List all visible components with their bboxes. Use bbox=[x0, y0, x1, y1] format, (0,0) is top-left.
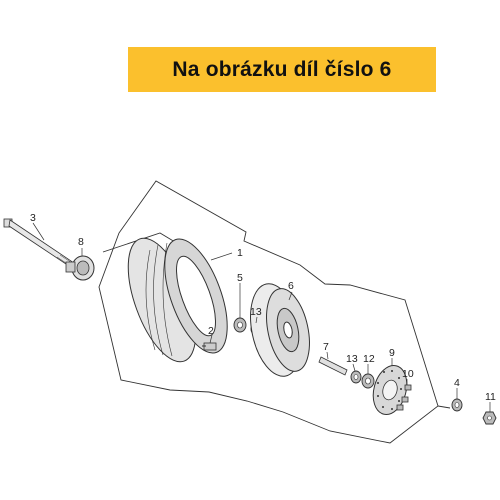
callout-6: 6 bbox=[288, 280, 294, 292]
callout-7: 7 bbox=[323, 341, 329, 353]
callout-12: 12 bbox=[363, 353, 375, 365]
brake-disc bbox=[372, 364, 408, 416]
disc-bolts bbox=[396, 384, 412, 411]
spacer-tube bbox=[318, 356, 348, 376]
callout-8: 8 bbox=[78, 236, 84, 248]
nut-11 bbox=[482, 411, 497, 425]
axle-shaft bbox=[3, 218, 75, 269]
callout-5: 5 bbox=[237, 272, 243, 284]
bearing-12 bbox=[361, 373, 375, 389]
callout-2: 2 bbox=[208, 325, 214, 337]
axle-nut bbox=[451, 398, 463, 412]
callout-9: 9 bbox=[389, 347, 395, 359]
assembly-outline bbox=[98, 180, 451, 444]
callout-10: 10 bbox=[402, 368, 414, 380]
tire bbox=[127, 237, 228, 363]
callout-1: 1 bbox=[237, 247, 243, 259]
part-number-banner: Na obrázku díl číslo 6 bbox=[128, 47, 436, 92]
callout-3: 3 bbox=[30, 212, 36, 224]
bearing-right bbox=[350, 370, 362, 384]
callout-11: 11 bbox=[485, 391, 496, 403]
valve-stem bbox=[202, 342, 217, 351]
callout-4: 4 bbox=[454, 377, 460, 389]
leader-lines bbox=[32, 222, 491, 412]
collar bbox=[233, 317, 247, 333]
callout-13-right: 13 bbox=[346, 353, 358, 365]
rim bbox=[250, 283, 310, 377]
callout-13-left: 13 bbox=[250, 306, 262, 318]
speedometer-gear bbox=[65, 255, 95, 281]
